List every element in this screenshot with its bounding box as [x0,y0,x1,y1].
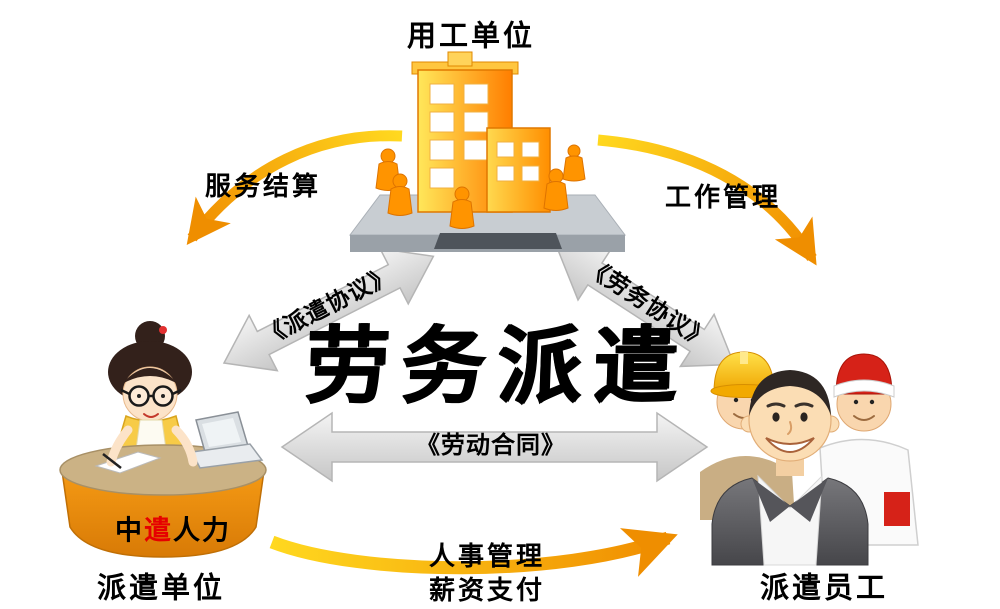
receptionist-desk-icon [59,321,267,558]
labor-contract-label: 《劳动合同》 [416,432,566,459]
agency-label: 派遣单位 [96,572,226,605]
workers-label: 派遣员工 [759,572,889,605]
hr-management-label: 人事管理 [428,541,546,571]
agency-brand-part1: 中 [115,515,144,546]
hr-salary-arrow [269,528,678,577]
worker-group-icon [700,351,919,566]
salary-payment-label: 薪资支付 [428,575,546,605]
diagram-title: 劳务派遣 [303,316,691,415]
work-management-label: 工作管理 [664,182,782,212]
office-building-icon [349,51,626,252]
service-settlement-arrow [186,130,403,246]
work-management-arrow [597,134,817,266]
service-settlement-label: 服务结算 [204,171,322,201]
agency-brand-part2: 遣 [144,515,173,546]
employer-label: 用工单位 [406,20,536,53]
agency-brand: 中遣人力 [115,515,231,546]
agency-brand-part3: 人力 [173,515,231,546]
labor-contract-arrow [280,411,709,483]
dispatch-agreement-arrow [222,247,435,372]
